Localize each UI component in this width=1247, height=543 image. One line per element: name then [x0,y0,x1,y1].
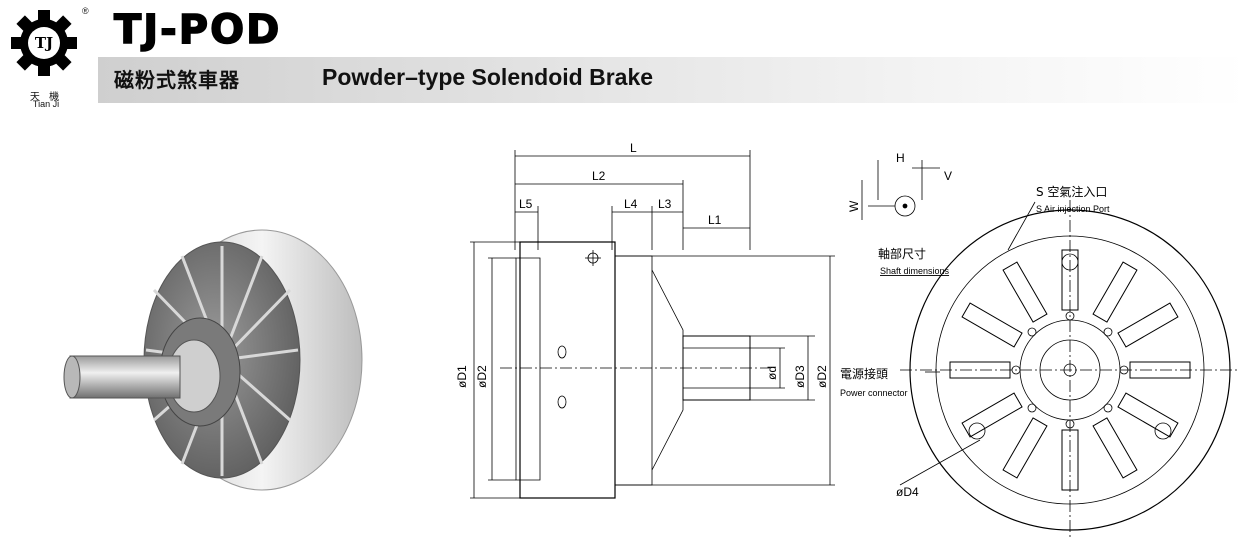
dim-D3: øD3 [793,365,807,388]
dim-L5: L5 [519,197,533,211]
dim-D2-left: øD2 [475,365,489,388]
dim-L: L [630,141,637,155]
side-view-drawing: L L2 L5 L4 L3 L1 øD1 øD2 ød øD3 øD2 [455,141,835,499]
power-connector-cn: 電源接頭 [840,366,888,381]
dim-L3: L3 [658,197,672,211]
product-photo [63,229,363,491]
shaft-label-cn: 軸部尺寸 [878,246,926,261]
logo-text: TJ [35,34,53,52]
logo-cn: 天 機 [29,92,63,103]
dim-L1: L1 [708,213,722,227]
dim-H: H [896,151,905,165]
dim-V: V [944,169,952,183]
air-port-cn: S 空氣注入口 [1036,184,1107,199]
power-connector-en: Power connector [840,388,908,398]
dim-L4: L4 [624,197,638,211]
dim-D2-right: øD2 [815,365,829,388]
registered-mark: ® [82,6,89,16]
subtitle-en: Powder–type Solendoid Brake [322,64,654,90]
logo-en: Tian Ji [32,99,60,109]
header-band [98,57,1247,103]
dim-W: W [847,200,861,212]
dim-d: ød [765,366,779,380]
dim-L2: L2 [592,169,606,183]
air-port-en: S Air injection Port [1036,204,1110,214]
company-logo: TJ 天 機 Tian Ji ® [6,4,89,109]
dim-D1: øD1 [455,365,469,388]
shaft-label-en: Shaft dimensions [880,266,950,276]
dim-D4: øD4 [896,485,919,499]
end-view-drawing: H V W 軸部尺寸 Shaft dimensions S 空氣注入口 S Ai… [840,151,1240,540]
subtitle-cn: 磁粉式煞車器 [114,68,240,92]
brand-title: TJ-POD [113,6,282,54]
gear-icon: TJ [11,10,77,76]
